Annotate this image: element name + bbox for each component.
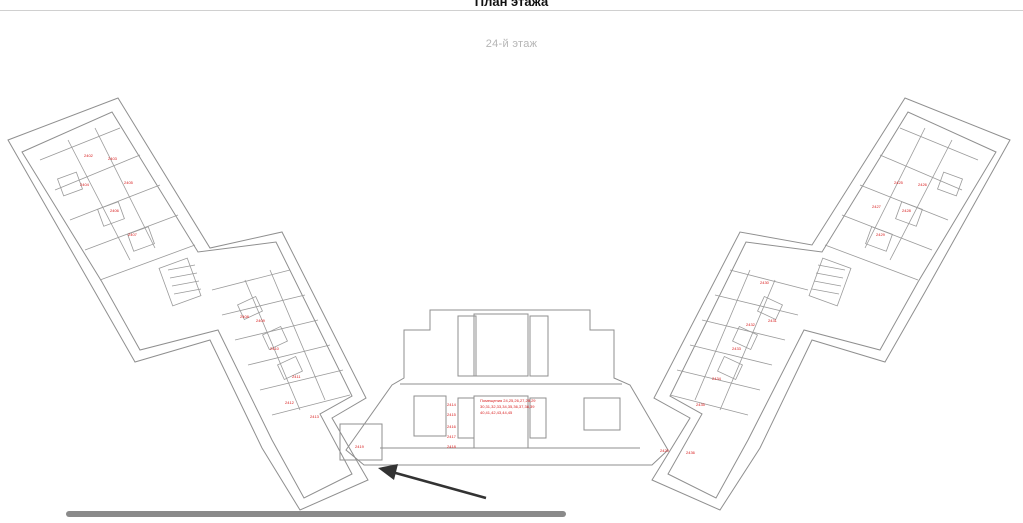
room-label-2429: 2429 (876, 232, 886, 237)
room-label-2426: 2426 (918, 182, 928, 187)
room-label-2433: 2433 (732, 346, 742, 351)
room-label-2419: 2419 (355, 444, 365, 449)
right-wing-outline (651, 97, 1011, 511)
room-label-2431: 2431 (768, 318, 778, 323)
room-label-2409: 2409 (256, 318, 266, 323)
room-label-2413: 2413 (310, 414, 320, 419)
room-label-2428: 2428 (902, 208, 912, 213)
room-label-2404: 2404 (80, 182, 90, 187)
room-label-2430: 2430 (760, 280, 770, 285)
room-label-2435: 2435 (696, 402, 706, 407)
premises-note: Помещения 24,25,26,27,28,29 30,31,32,33,… (480, 398, 536, 415)
room-label-2436: 2436 (686, 450, 696, 455)
room-label-2410: 2410 (270, 346, 280, 351)
room-label-2412: 2412 (285, 400, 295, 405)
room-label-2417: 2417 (447, 434, 457, 439)
room-label-2418: 2418 (447, 444, 457, 449)
horizontal-scrollbar[interactable] (66, 511, 566, 517)
room-label-2425: 2425 (894, 180, 904, 185)
room-label-2411: 2411 (292, 374, 301, 379)
room-label-2420: 2420 (660, 448, 670, 453)
room-label-2403: 2403 (108, 156, 118, 161)
room-label-2414: 2414 (447, 402, 457, 407)
floor-label: 24-й этаж (485, 38, 538, 50)
central-core-outline (345, 309, 669, 466)
room-label-2407: 2407 (128, 232, 138, 237)
premises-note-line-1: Помещения 24,25,26,27,28,29 (480, 398, 536, 403)
right-wing-room-labels: 2425 2426 2427 2428 2429 2430 2431 2432 2433 2434… (686, 180, 928, 455)
pointer-arrow-icon (378, 464, 487, 500)
right-wing-rooms-grid (669, 127, 979, 416)
page-header: План этажа (0, 0, 1023, 11)
left-wing-room-labels: 2402 2403 2404 2405 2406 2407 2408 2409 2410 2411… (80, 153, 320, 419)
left-wing-rooms-grid (39, 127, 351, 416)
room-label-2415: 2415 (447, 412, 457, 417)
room-label-2427: 2427 (872, 204, 882, 209)
left-wing-outline (7, 97, 369, 511)
page-title: План этажа (474, 0, 549, 9)
room-label-2432: 2432 (746, 322, 756, 327)
premises-note-line-2: 30,31,32,33,34,35,36,37,38,39 (480, 404, 535, 409)
room-label-2406: 2406 (110, 208, 120, 213)
room-label-2402: 2402 (84, 153, 94, 158)
room-label-2434: 2434 (712, 376, 722, 381)
premises-note-line-3: 40,41,42,43,44,45 (480, 410, 513, 415)
room-label-2416: 2416 (447, 424, 457, 429)
room-label-2405: 2405 (124, 180, 134, 185)
room-label-2408: 2408 (240, 314, 250, 319)
core-room-labels: 2414 2415 2416 2417 2418 2419 2420 (355, 402, 670, 453)
